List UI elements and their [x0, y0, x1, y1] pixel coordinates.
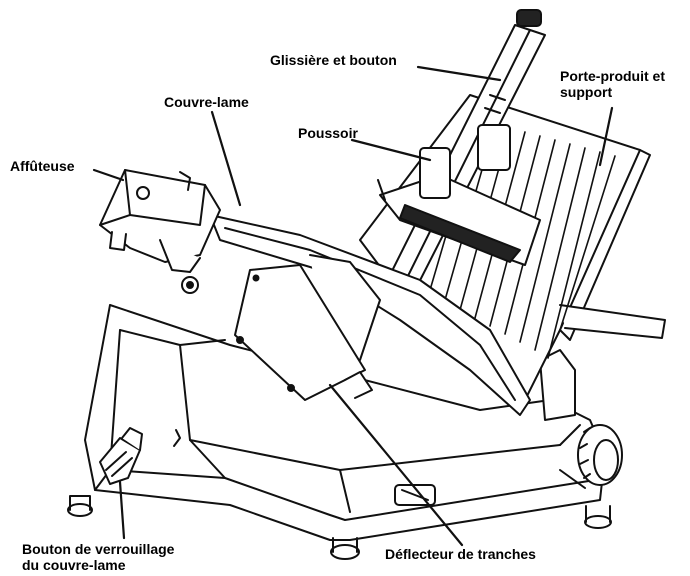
label-verrouillage-line1: Bouton de verrouillage	[22, 541, 175, 557]
leader-deflecteur	[328, 383, 464, 547]
label-porte-produit-line2: support	[560, 84, 613, 100]
label-deflecteur-text: Déflecteur de tranches	[385, 546, 536, 562]
carriage-knob	[394, 424, 623, 506]
sharpener	[99, 169, 221, 294]
label-glissiere: Glissière et bouton	[270, 52, 397, 68]
slice-deflector	[234, 264, 373, 401]
leader-porte-produit	[598, 106, 614, 167]
pusher	[377, 124, 541, 266]
leader-affuteuse	[92, 168, 125, 182]
leader-poussoir	[350, 138, 432, 162]
label-poussoir-text: Poussoir	[298, 125, 358, 141]
slicer-base	[67, 304, 612, 560]
leader-verrouillage	[118, 480, 126, 540]
leader-glissiere	[416, 65, 502, 82]
label-porte-produit: Porte-produit et support	[560, 68, 665, 100]
label-verrouillage-line2: du couvre-lame	[22, 557, 126, 573]
label-couvre-lame-text: Couvre-lame	[164, 94, 249, 110]
label-deflecteur: Déflecteur de tranches	[385, 546, 536, 562]
label-affuteuse-text: Affûteuse	[10, 158, 75, 174]
label-affuteuse: Affûteuse	[10, 158, 75, 174]
lock-knob	[99, 427, 143, 485]
leader-lines	[92, 65, 614, 547]
label-verrouillage: Bouton de verrouillage du couvre-lame	[22, 541, 174, 573]
label-poussoir: Poussoir	[298, 125, 358, 141]
label-glissiere-text: Glissière et bouton	[270, 52, 397, 68]
label-porte-produit-line1: Porte-produit et	[560, 68, 665, 84]
leader-couvre-lame	[210, 110, 242, 207]
label-couvre-lame: Couvre-lame	[164, 94, 249, 110]
